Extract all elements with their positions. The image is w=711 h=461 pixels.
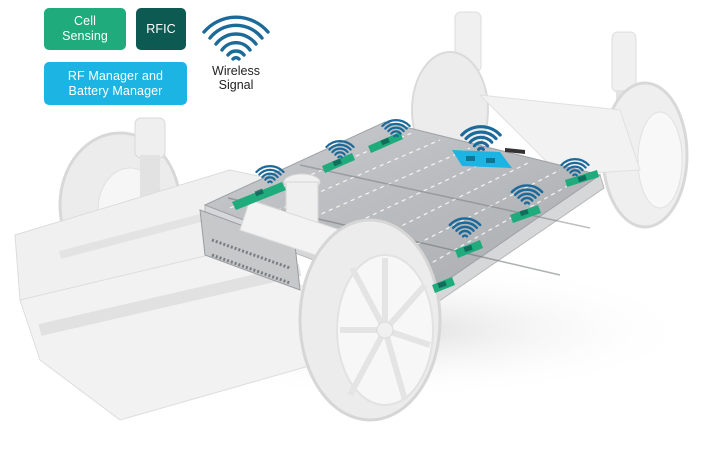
front-right-wheel xyxy=(298,218,442,422)
rf-battery-manager-module xyxy=(452,148,525,168)
legend-wireless-line2: Signal xyxy=(218,78,254,92)
legend-cell-sensing-line2: Sensing xyxy=(62,29,108,43)
rfic-modules xyxy=(254,137,587,289)
wireless-signal-icon xyxy=(202,15,270,61)
legend-rf-manager-line1: RF Manager and xyxy=(67,68,164,83)
legend-wireless-signal: Wireless Signal xyxy=(198,64,274,92)
legend-cell-sensing-line1: Cell xyxy=(74,14,96,28)
legend-cell-sensing: Cell Sensing xyxy=(44,8,126,50)
exposed-cells xyxy=(199,209,301,291)
legend-rfic: RFIC xyxy=(136,8,186,50)
legend-rf-manager-line2: Battery Manager xyxy=(68,83,163,98)
front-right-strut xyxy=(239,173,341,261)
legend-wireless-line1: Wireless xyxy=(212,64,260,78)
legend-rf-manager: RF Manager and Battery Manager xyxy=(44,62,187,105)
cell-sensing-module xyxy=(232,182,286,210)
legend-rfic-label: RFIC xyxy=(146,21,176,36)
rear-suspension xyxy=(411,11,689,229)
